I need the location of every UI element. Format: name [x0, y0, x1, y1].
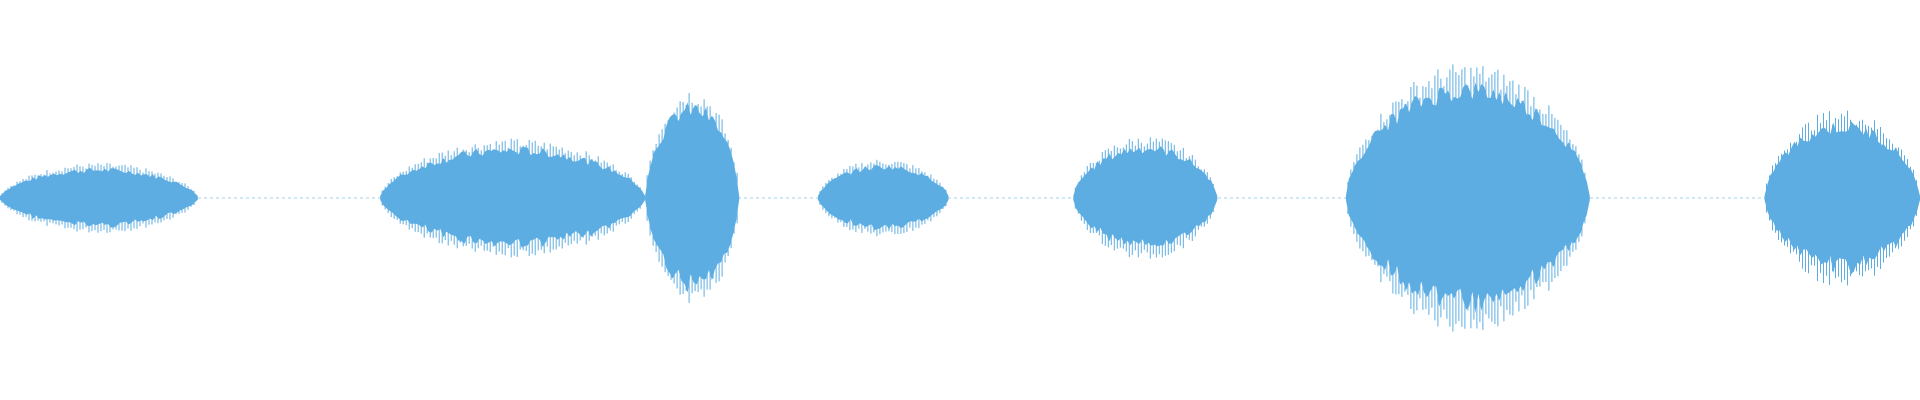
waveform-segment-2	[380, 147, 646, 248]
waveform-segment-1	[0, 167, 198, 228]
waveform-segments	[0, 64, 1920, 332]
waveform-segment-7	[1764, 121, 1920, 275]
waveform-segment-5	[1073, 146, 1218, 247]
